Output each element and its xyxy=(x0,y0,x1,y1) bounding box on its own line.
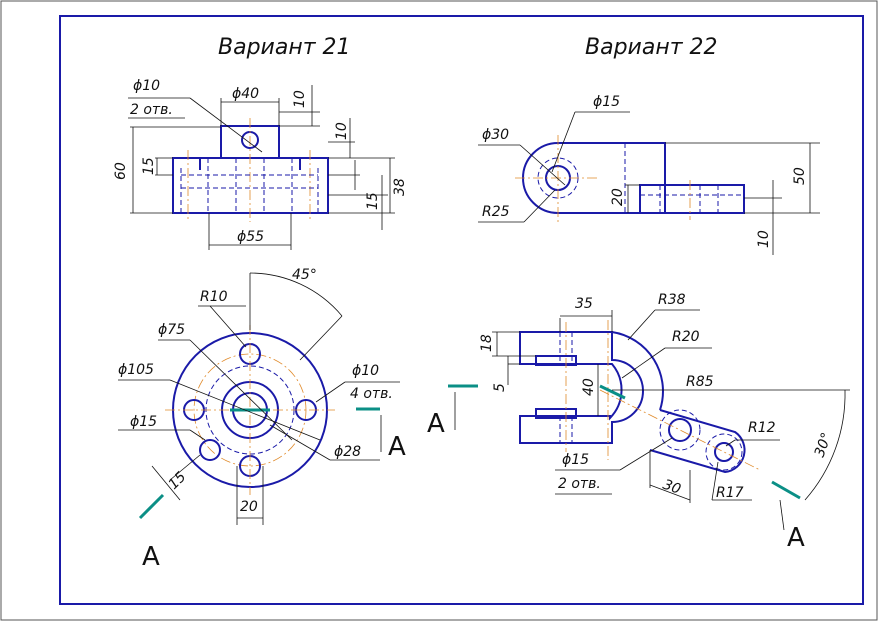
v22-arm-hole-1 xyxy=(668,418,692,442)
v22-dim-r85: R85 xyxy=(686,374,714,390)
hidden-line xyxy=(659,409,701,451)
v21-dim-d75: ϕ75 xyxy=(158,322,185,338)
v21-dim-d28: ϕ28 xyxy=(334,444,361,460)
v21-hole-sw xyxy=(199,439,221,461)
v21-dim-10a: 10 xyxy=(292,90,308,108)
v21-base xyxy=(172,157,329,214)
v21-dim-20: 20 xyxy=(240,499,258,515)
v21-section-cut-1 xyxy=(138,493,165,520)
centerline xyxy=(599,389,761,471)
title-variant-21: Вариант 21 xyxy=(218,35,351,60)
v22-dim-30deg: 30° xyxy=(812,431,836,460)
v21-dim-15: 15 xyxy=(166,469,190,493)
v22-dim-r20: R20 xyxy=(672,329,700,345)
v21-front-view: 60 15 ϕ40 ϕ10 2 отв. 10 10 15 38 ϕ55 xyxy=(113,78,408,250)
v21-dim-45deg: 45° xyxy=(292,267,317,283)
dim-line xyxy=(519,144,566,186)
v21-dim-60: 60 xyxy=(113,162,129,180)
v22-section-cut-2 xyxy=(771,480,801,500)
v21-dim-d40: ϕ40 xyxy=(232,86,259,102)
v21-dim-38: 38 xyxy=(392,178,408,196)
dim-line xyxy=(619,437,673,471)
v22-dim-r38: R38 xyxy=(658,292,686,308)
dim-line xyxy=(209,305,247,348)
title-variant-22: Вариант 22 xyxy=(585,35,718,60)
drawing-frame xyxy=(59,15,864,605)
dim-line xyxy=(711,461,719,501)
v22-dim-50: 50 xyxy=(792,167,808,185)
v22-front-view: ϕ15 ϕ30 R25 20 50 10 xyxy=(478,94,820,255)
dim-line xyxy=(169,379,321,441)
v22-section-label-a1: A xyxy=(427,409,445,439)
v22-dim-d15: ϕ15 xyxy=(593,94,620,110)
v21-dim-d105: ϕ105 xyxy=(118,362,154,378)
v22-fork-outer xyxy=(611,331,664,411)
v22-dim-10: 10 xyxy=(756,230,772,248)
v22-top-view: A A 35 R38 18 5 R20 40 R85 30° R12 ϕ15 2… xyxy=(427,292,850,553)
v21-dim-15: 15 xyxy=(141,157,157,175)
dim-line xyxy=(649,484,691,501)
dim-arc xyxy=(249,272,343,317)
dim-line xyxy=(551,111,576,173)
section-line xyxy=(599,384,626,400)
v22-dim-r25: R25 xyxy=(482,204,510,220)
v22-dim-40: 40 xyxy=(581,378,597,396)
dim-line xyxy=(299,315,343,361)
v21-dim-10b: 10 xyxy=(334,122,350,140)
v22-dim-d15: ϕ15 xyxy=(562,452,589,468)
v22-dim-30: 30 xyxy=(661,477,683,498)
v21-dim-d55: ϕ55 xyxy=(237,229,264,245)
v22-section-label-a2: A xyxy=(787,523,805,553)
v22-base xyxy=(639,184,745,214)
v22-arm xyxy=(649,409,746,474)
v21-holes4: 4 отв. xyxy=(350,386,393,402)
dim-line xyxy=(269,424,331,461)
v21-holes: 2 отв. xyxy=(130,102,173,118)
v21-top-view: A A 45° R10 ϕ75 ϕ105 ϕ15 ϕ10 4 отв. ϕ28 … xyxy=(118,267,406,572)
v22-holes2: 2 отв. xyxy=(558,476,601,492)
v22-dim-35: 35 xyxy=(575,296,593,312)
v21-dim-d15: ϕ15 xyxy=(130,414,157,430)
dim-line xyxy=(189,429,206,441)
dim-line xyxy=(169,454,201,481)
dim-line xyxy=(627,309,656,341)
outline xyxy=(535,355,577,366)
v22-dim-5: 5 xyxy=(492,383,508,392)
v22-dim-r12: R12 xyxy=(748,420,776,436)
dim-line xyxy=(151,465,181,501)
v22-dim-r17: R17 xyxy=(716,485,744,501)
dim-line xyxy=(523,189,556,223)
v22-dim-18: 18 xyxy=(479,334,495,352)
dim-line xyxy=(189,339,293,441)
dim-line xyxy=(779,499,785,531)
dim-line xyxy=(315,381,346,403)
v22-dim-20: 20 xyxy=(610,188,626,206)
v21-dim-d10: ϕ10 xyxy=(352,363,379,379)
v22-arm-hole-2 xyxy=(714,442,734,462)
v21-section-label-a2: A xyxy=(388,432,406,462)
dim-line xyxy=(621,347,666,379)
hidden-line xyxy=(705,433,743,471)
v21-dim-d10: ϕ10 xyxy=(133,78,160,94)
v21-section-label-a1: A xyxy=(142,542,160,572)
dim-line xyxy=(189,97,263,153)
v22-dim-d30: ϕ30 xyxy=(482,127,509,143)
v22-fork xyxy=(519,331,644,444)
v22-lug xyxy=(522,142,666,214)
dim-line xyxy=(725,439,736,447)
v21-dim-15b: 15 xyxy=(365,192,381,210)
outline xyxy=(535,408,577,419)
dim-arc xyxy=(804,389,846,501)
v21-dim-r10: R10 xyxy=(200,289,228,305)
